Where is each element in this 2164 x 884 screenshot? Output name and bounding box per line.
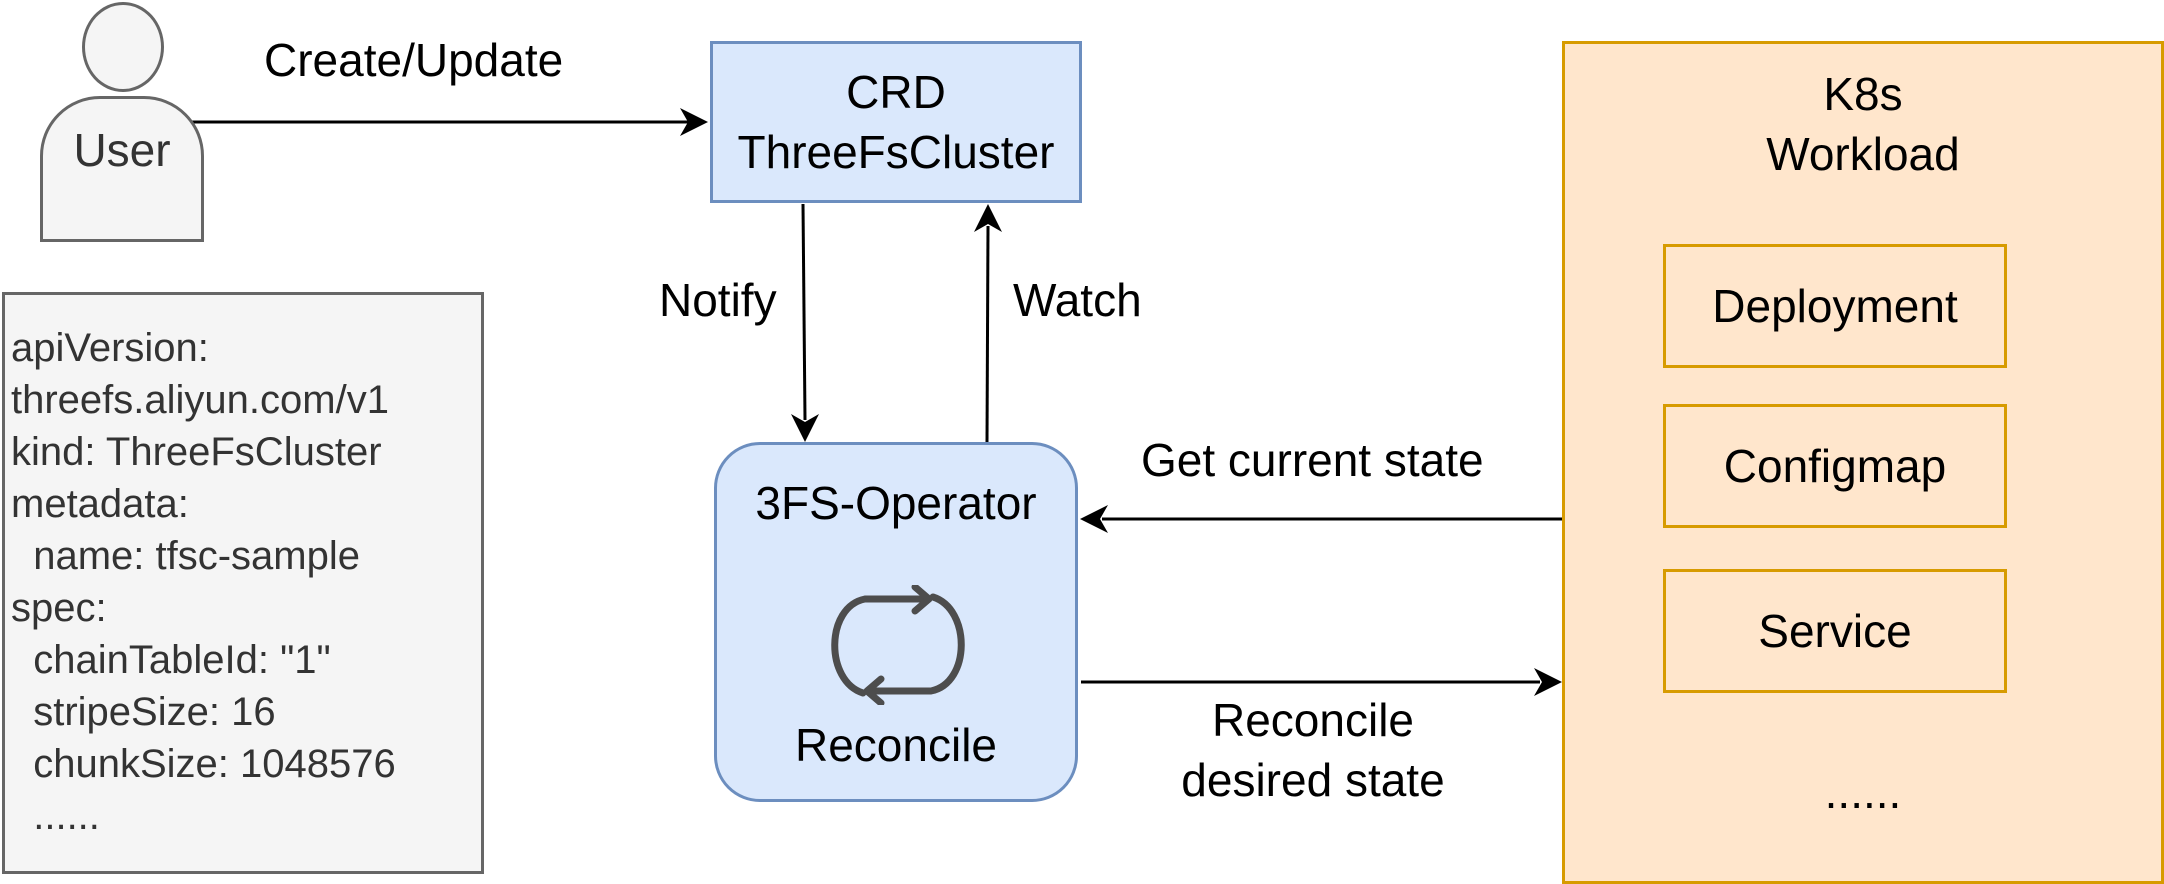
yaml-line: ......: [11, 794, 100, 838]
sync-icon: [831, 585, 965, 705]
yaml-line: metadata:: [11, 482, 189, 526]
yaml-line: spec:: [11, 586, 107, 630]
user-head-shape: [82, 2, 164, 92]
k8s-item-label: Deployment: [1712, 280, 1958, 332]
yaml-example-box: apiVersion: threefs.aliyun.com/v1 kind: …: [2, 292, 484, 874]
get-current-state-label: Get current state: [1141, 434, 1484, 486]
create-update-label: Create/Update: [264, 34, 564, 86]
crd-label-line2: ThreeFsCluster: [737, 126, 1055, 178]
edge-get-current-state: [1080, 505, 1562, 533]
crd-label-line1: CRD: [846, 66, 946, 118]
k8s-item-deployment: Deployment: [1663, 244, 2007, 368]
yaml-line: threefs.aliyun.com/v1: [11, 378, 389, 422]
edge-create-update: [186, 108, 708, 136]
yaml-line: name: tfsc-sample: [11, 534, 361, 578]
reconcile-desired-state-label-2: desired state: [1181, 754, 1445, 806]
yaml-line: stripeSize: 16: [11, 690, 276, 734]
k8s-item-label: Service: [1758, 605, 1912, 657]
edge-watch: [974, 204, 1002, 443]
k8s-item-configmap: Configmap: [1663, 404, 2007, 528]
k8s-more-ellipsis: ......: [1824, 766, 1902, 818]
user-label: User: [73, 124, 171, 176]
yaml-line: chunkSize: 1048576: [11, 742, 396, 786]
edge-reconcile-desired-state: [1081, 668, 1562, 696]
yaml-line: chainTableId: "1": [11, 638, 331, 682]
operator-box: 3FS-Operator Reconcile: [714, 442, 1078, 802]
crd-box: CRD ThreeFsCluster: [710, 41, 1082, 203]
user-body-shape: [40, 96, 204, 242]
watch-label: Watch: [1013, 274, 1142, 326]
k8s-title: K8s Workload: [1565, 64, 2161, 184]
k8s-title-line1: K8s: [1823, 68, 1903, 120]
k8s-item-label: Configmap: [1723, 440, 1947, 492]
yaml-line: apiVersion:: [11, 326, 209, 370]
notify-label: Notify: [659, 274, 777, 326]
edge-notify: [791, 203, 819, 442]
yaml-line: kind: ThreeFsCluster: [11, 430, 382, 474]
reconcile-label: Reconcile: [795, 719, 997, 771]
operator-title: 3FS-Operator: [755, 477, 1037, 529]
k8s-item-service: Service: [1663, 569, 2007, 693]
k8s-workload-box: K8s Workload Deployment Configmap Servic…: [1562, 41, 2164, 884]
k8s-title-line2: Workload: [1766, 128, 1960, 180]
reconcile-desired-state-label-1: Reconcile: [1212, 694, 1414, 746]
